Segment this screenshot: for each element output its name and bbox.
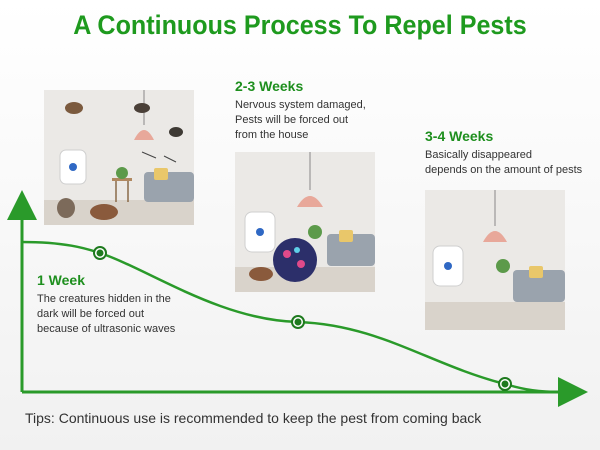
milestone-marker-3 — [498, 377, 512, 391]
stage-1-line-2: dark will be forced out — [37, 308, 144, 320]
photo-week-1 — [44, 90, 194, 225]
tips-text: Tips: Continuous use is recommended to k… — [25, 410, 482, 426]
milestone-marker-2 — [291, 315, 305, 329]
stage-2-description: Nervous system damaged, Pests will be fo… — [235, 98, 366, 143]
page-title: A Continuous Process To Repel Pests — [73, 10, 527, 40]
stage-1-line-3: because of ultrasonic waves — [37, 323, 176, 335]
stage-3-title: 3-4 Weeks — [425, 128, 494, 144]
milestone-marker-1 — [93, 246, 107, 260]
stage-3-description: Basically disappeared depends on the amo… — [425, 148, 582, 178]
photo-week-2-3 — [235, 152, 375, 292]
stage-1-description: The creatures hidden in the dark will be… — [37, 292, 175, 337]
stage-2-title: 2-3 Weeks — [235, 78, 304, 94]
stage-3-line-1: Basically disappeared — [425, 149, 533, 161]
stage-3-line-2: depends on the amount of pests — [425, 164, 583, 176]
stage-1-title: 1 Week — [37, 272, 85, 288]
stage-2-line-2: Pests will be forced out — [235, 114, 349, 126]
stage-2-line-1: Nervous system damaged, — [235, 99, 366, 111]
photo-week-3-4 — [425, 190, 565, 330]
stage-1-line-1: The creatures hidden in the — [37, 293, 171, 305]
stage-2-line-3: from the house — [235, 129, 309, 141]
